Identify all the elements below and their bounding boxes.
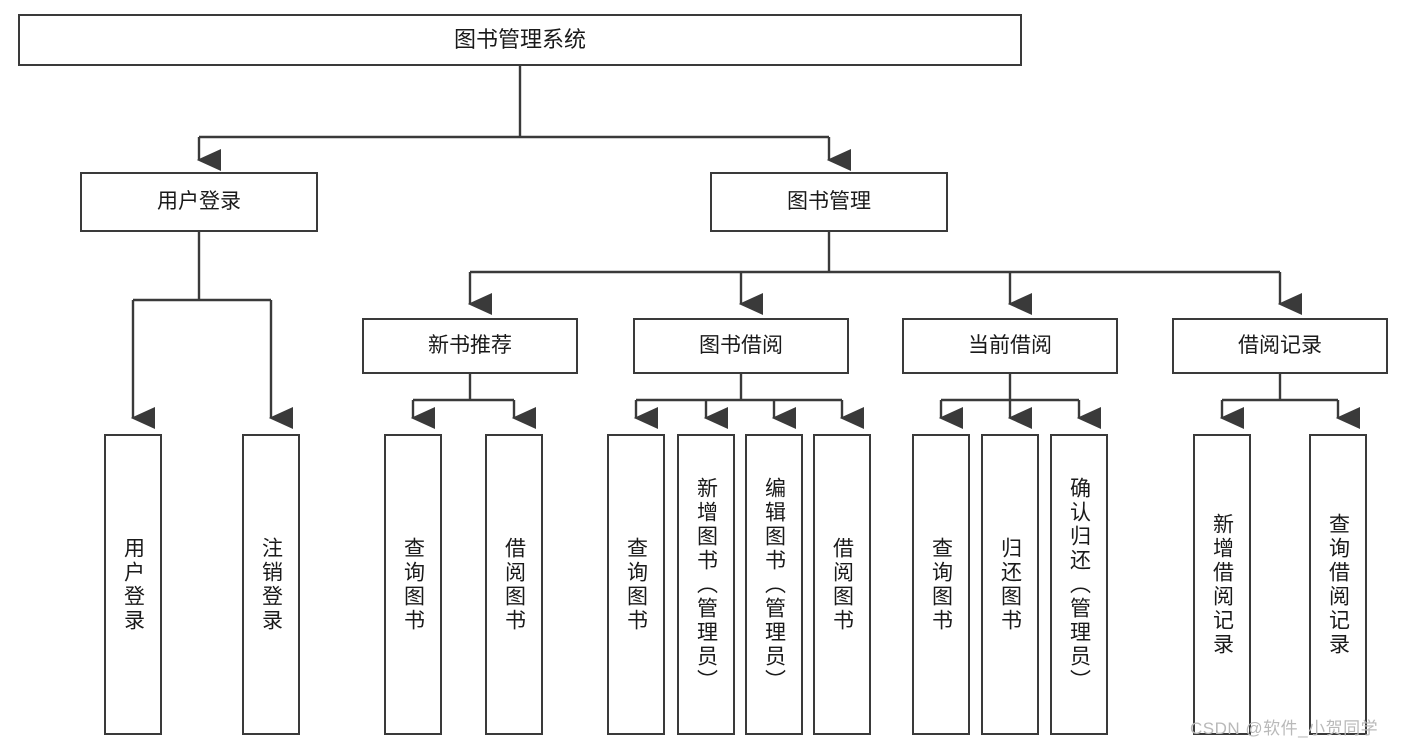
leaf-recommend-query-book-label: 查询图书	[401, 536, 425, 633]
leaf-record-query-record[interactable]: 查询借阅记录	[1309, 434, 1367, 735]
leaf-current-confirm-return[interactable]: 确认归还（管理员）	[1050, 434, 1108, 735]
leaf-borrow-borrow-book[interactable]: 借阅图书	[813, 434, 871, 735]
leaf-current-query-book[interactable]: 查询图书	[912, 434, 970, 735]
node-current-borrow-label: 当前借阅	[968, 333, 1052, 357]
node-user-login[interactable]: 用户登录	[80, 172, 318, 232]
node-book-management[interactable]: 图书管理	[710, 172, 948, 232]
leaf-user-login-logout-label: 注销登录	[259, 536, 283, 633]
node-book-management-label: 图书管理	[787, 189, 871, 213]
leaf-borrow-add-book[interactable]: 新增图书（管理员）	[677, 434, 735, 735]
leaf-borrow-edit-book-label: 编辑图书（管理员）	[762, 476, 786, 693]
node-root-label: 图书管理系统	[453, 27, 586, 53]
node-new-book-recommend-label: 新书推荐	[428, 333, 512, 357]
leaf-user-login-login[interactable]: 用户登录	[104, 434, 162, 735]
leaf-borrow-borrow-book-label: 借阅图书	[830, 536, 854, 633]
leaf-user-login-login-label: 用户登录	[121, 536, 145, 633]
leaf-record-add-record-label: 新增借阅记录	[1210, 512, 1234, 657]
watermark: CSDN @软件_小贺同学	[1190, 719, 1379, 738]
leaf-record-add-record[interactable]: 新增借阅记录	[1193, 434, 1251, 735]
leaf-current-return-book[interactable]: 归还图书	[981, 434, 1039, 735]
leaf-current-confirm-return-label: 确认归还（管理员）	[1067, 476, 1091, 693]
node-root[interactable]: 图书管理系统	[18, 14, 1022, 66]
leaf-borrow-add-book-label: 新增图书（管理员）	[694, 476, 718, 693]
leaf-recommend-borrow-book-label: 借阅图书	[502, 536, 526, 633]
leaf-borrow-edit-book[interactable]: 编辑图书（管理员）	[745, 434, 803, 735]
leaf-user-login-logout[interactable]: 注销登录	[242, 434, 300, 735]
node-borrow-record[interactable]: 借阅记录	[1172, 318, 1388, 374]
node-book-borrow-label: 图书借阅	[699, 333, 783, 357]
leaf-record-query-record-label: 查询借阅记录	[1326, 512, 1350, 657]
leaf-borrow-query-book-label: 查询图书	[624, 536, 648, 633]
leaf-current-query-book-label: 查询图书	[929, 536, 953, 633]
node-user-login-label: 用户登录	[157, 189, 241, 213]
leaf-current-return-book-label: 归还图书	[998, 536, 1022, 633]
leaf-recommend-borrow-book[interactable]: 借阅图书	[485, 434, 543, 735]
node-book-borrow[interactable]: 图书借阅	[633, 318, 849, 374]
node-borrow-record-label: 借阅记录	[1238, 333, 1322, 357]
leaf-borrow-query-book[interactable]: 查询图书	[607, 434, 665, 735]
node-current-borrow[interactable]: 当前借阅	[902, 318, 1118, 374]
node-new-book-recommend[interactable]: 新书推荐	[362, 318, 578, 374]
leaf-recommend-query-book[interactable]: 查询图书	[384, 434, 442, 735]
